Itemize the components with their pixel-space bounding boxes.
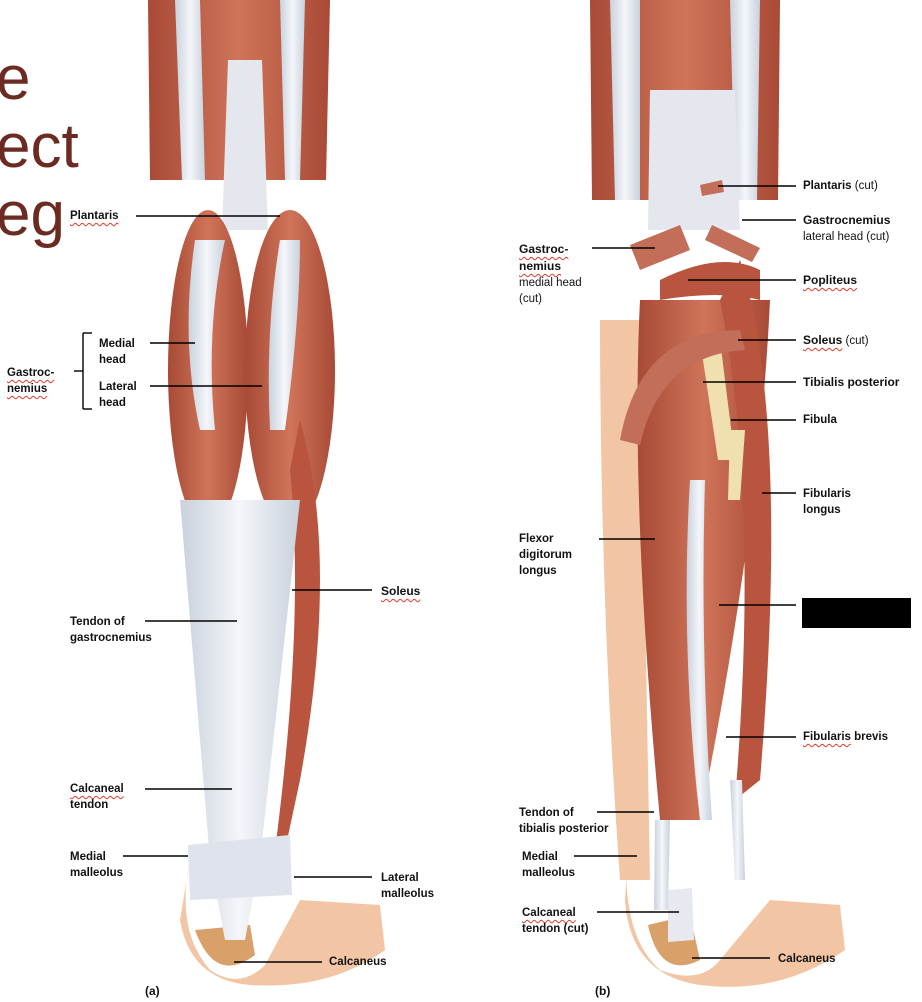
label-soleus-a: Soleus [381,584,421,598]
title-fragment-1: e [0,44,31,113]
label-fibularis-longus: Fibularis longus [803,488,851,516]
label-calcaneus-b: Calcaneus [778,953,836,965]
title-fragment-3: eg [0,180,65,249]
leader-lines [74,185,796,963]
label-calcaneus-a: Calcaneus [329,956,387,968]
label-lateral-head: Lateral head [99,381,137,409]
label-lateral-malleolus: Lateral malleolus [381,872,435,900]
label-tendon-gastrocnemius: Tendon of gastrocnemius [70,616,152,644]
panel-a-leg [148,0,385,986]
label-fibularis-brevis: Fibularis brevis [803,731,889,743]
panel-a-tag: (a) [145,984,160,998]
label-medial-malleolus-b: Medial malleolus [522,851,576,879]
title-fragment-2: ect [0,112,79,181]
redacted-label-box [802,598,911,628]
label-fibula: Fibula [803,414,837,426]
label-soleus-cut: Soleus (cut) [803,333,869,347]
label-medial-head: Medial head [99,338,135,366]
panel-b-tag: (b) [595,984,611,998]
label-plantaris-cut: Plantaris (cut) [803,180,878,192]
label-tibialis-posterior: Tibialis posterior [803,375,900,389]
label-plantaris-a: Plantaris [70,210,119,222]
label-flexor-digitorum-longus: Flexor digitorum longus [519,533,573,577]
label-gastrocnemius-a: Gastroc- nemius [7,367,55,395]
label-tendon-tibialis-posterior: Tendon of tibialis posterior [519,807,609,835]
label-popliteus: Popliteus [803,273,858,287]
label-medial-malleolus-a: Medial malleolus [70,851,124,879]
panel-b-leg [590,0,845,987]
